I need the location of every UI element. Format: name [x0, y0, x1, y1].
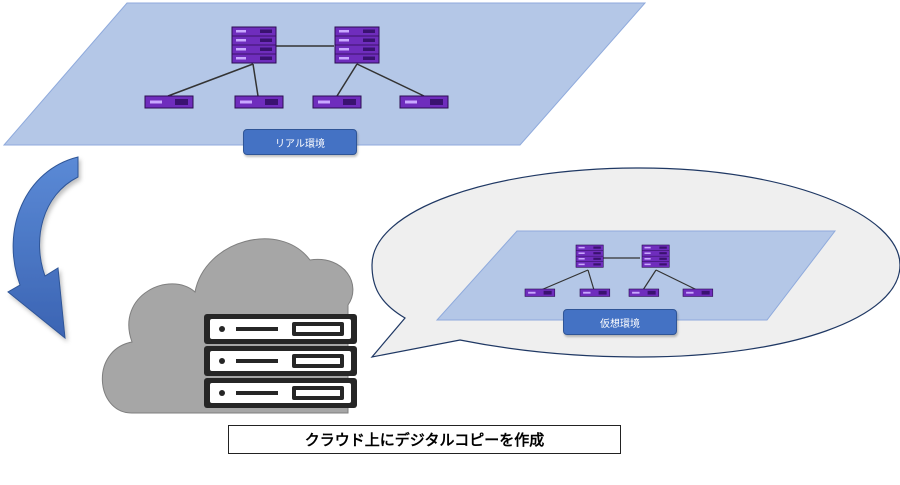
network-server-icon	[399, 95, 449, 109]
virtual-network-lines	[540, 257, 698, 291]
network-server-icon	[234, 95, 284, 109]
network-server-icon	[641, 244, 670, 268]
network-server-icon	[231, 26, 277, 64]
network-server-icon	[628, 288, 660, 297]
real-environment-plane	[2, 2, 647, 146]
network-server-icon	[575, 244, 604, 268]
cloud-server-icon	[204, 314, 357, 408]
network-server-icon	[682, 288, 714, 297]
network-server-icon	[524, 288, 556, 297]
caption: クラウド上にデジタルコピーを作成	[228, 425, 621, 454]
virtual-environment-label: 仮想環境	[563, 309, 677, 335]
network-server-icon	[144, 95, 194, 109]
virtual-environment-plane	[435, 230, 837, 321]
network-server-icon	[312, 95, 362, 109]
real-network-lines	[167, 45, 425, 97]
curved-arrow-icon	[7, 156, 79, 340]
network-server-icon	[579, 288, 611, 297]
real-environment-label: リアル環境	[243, 129, 357, 155]
network-server-icon	[334, 26, 380, 64]
